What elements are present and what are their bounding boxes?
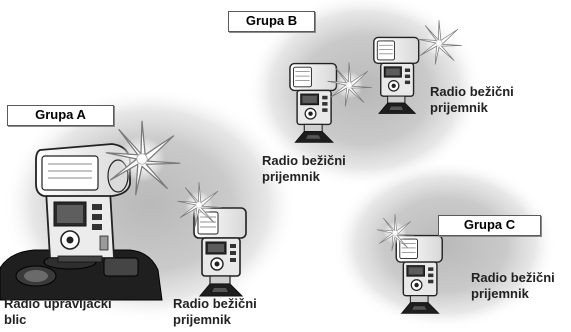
receiver-b-left-caption-line2: prijemnik [262, 169, 320, 184]
group-b-label: Grupa B [228, 11, 315, 32]
commander-caption-line1: Radio upravljački [4, 296, 112, 311]
receiver-a-caption-line1: Radio bežični [173, 296, 257, 311]
group-a-label: Grupa A [7, 105, 114, 126]
commander-caption-line2: blic [4, 312, 27, 327]
commander-caption: Radio upravljački blic [4, 296, 112, 328]
receiver-b-right-caption-line1: Radio bežični [430, 84, 514, 99]
receiver-b-left-caption-line1: Radio bežični [262, 153, 346, 168]
receiver-c-caption: Radio bežični prijemnik [471, 270, 555, 302]
receiver-a-caption: Radio bežični prijemnik [173, 296, 257, 328]
receiver-b-right-caption: Radio bežični prijemnik [430, 84, 514, 116]
receiver-a-caption-line2: prijemnik [173, 312, 231, 327]
group-c-label: Grupa C [438, 215, 541, 236]
commander-flash-illustration [0, 143, 163, 301]
receiver-b-right-caption-line2: prijemnik [430, 100, 488, 115]
group-c-halo [333, 160, 557, 330]
receiver-b-left-caption: Radio bežični prijemnik [262, 153, 346, 185]
receiver-c-caption-line2: prijemnik [471, 286, 529, 301]
receiver-c-caption-line1: Radio bežični [471, 270, 555, 285]
